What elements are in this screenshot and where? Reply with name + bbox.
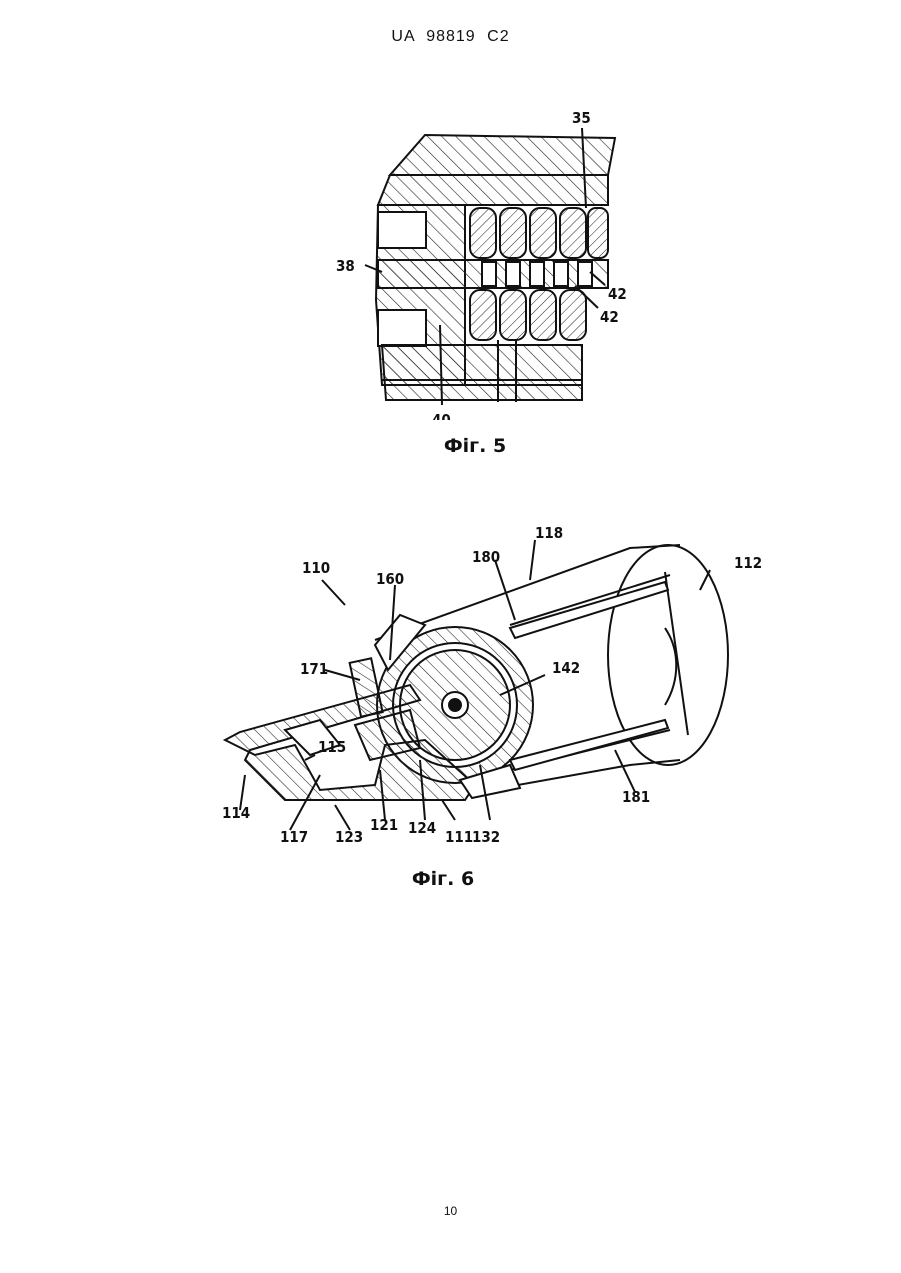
- fig5-springs-lower: [470, 290, 586, 340]
- fig5-springs-upper: [470, 208, 608, 258]
- label-171: 171: [300, 660, 328, 678]
- label-110: 110: [302, 559, 330, 577]
- figure-5-caption: Фіг. 5: [420, 435, 530, 457]
- label-117: 117: [280, 828, 308, 846]
- label-121: 121: [370, 816, 398, 834]
- document-header: UA 98819 C2: [0, 28, 901, 46]
- label-142: 142: [552, 659, 580, 677]
- figure-5-drawing: 35 38 42 42 40: [320, 100, 640, 420]
- label-180: 180: [472, 548, 500, 566]
- label-42-upper: 42: [608, 285, 627, 303]
- label-181: 181: [622, 788, 650, 806]
- label-123: 123: [335, 828, 363, 846]
- label-115: 115: [318, 738, 346, 756]
- label-160: 160: [376, 570, 404, 588]
- label-118: 118: [535, 524, 563, 542]
- label-38: 38: [336, 257, 355, 275]
- label-124: 124: [408, 819, 436, 837]
- figure-6-drawing: 110 118 112 180 160 171 142 115 114 117 …: [210, 520, 780, 850]
- label-114: 114: [222, 804, 250, 822]
- fig5-housing: [365, 128, 615, 405]
- figure-6-caption: Фіг. 6: [388, 868, 498, 890]
- label-112: 112: [734, 554, 762, 572]
- label-111: 111: [445, 828, 473, 846]
- page-number: 10: [0, 1204, 901, 1218]
- label-42-lower: 42: [600, 308, 619, 326]
- label-132: 132: [472, 828, 500, 846]
- label-40: 40: [432, 411, 451, 420]
- label-35: 35: [572, 109, 591, 127]
- fig6-body: [225, 540, 728, 830]
